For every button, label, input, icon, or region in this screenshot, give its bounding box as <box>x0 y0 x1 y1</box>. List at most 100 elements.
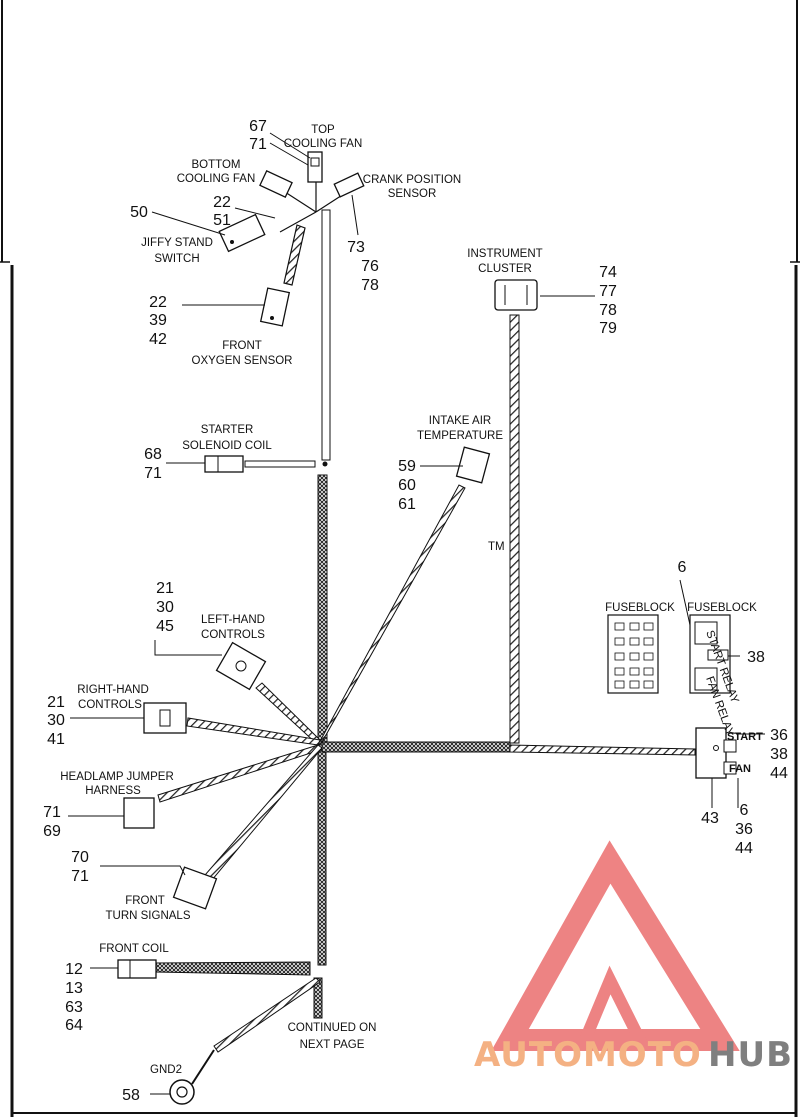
relay-start-label: START <box>727 731 763 743</box>
o2-ref-2: 39 <box>149 312 167 329</box>
fuseblock-right <box>689 614 731 694</box>
bottom-cooling-fan-label-2: COOLING FAN <box>177 173 256 185</box>
relay-ref-b4: 44 <box>735 840 753 857</box>
jiffy-ref-1: 50 <box>130 204 148 221</box>
cluster-ref-1: 74 <box>599 264 617 281</box>
top-cooling-fan-connector <box>307 151 323 183</box>
starter-label-1: STARTER <box>201 424 254 436</box>
iat-label-1: INTAKE AIR <box>429 415 491 427</box>
jiffy-ref-2: 22 <box>213 194 231 211</box>
relay-ref-r3: 44 <box>770 765 788 782</box>
coil-ref-3: 63 <box>65 999 83 1016</box>
fuseblock-left-label: FUSEBLOCK <box>605 602 675 614</box>
rh-label-2: CONTROLS <box>78 699 142 711</box>
right-hand-controls-connector <box>143 702 187 734</box>
relay-ref-r2: 38 <box>770 746 788 763</box>
starter-solenoid-connector <box>204 455 244 473</box>
iat-label-2: TEMPERATURE <box>417 430 503 442</box>
top-cooling-fan-ref-2: 71 <box>249 136 267 153</box>
relay-ref-r1: 36 <box>770 727 788 744</box>
front-coil-label: FRONT COIL <box>99 943 169 955</box>
top-cooling-fan-ref-1: 67 <box>249 118 267 135</box>
gnd2-label: GND2 <box>150 1064 182 1076</box>
iat-ref-3: 61 <box>398 496 416 513</box>
iat-ref-1: 59 <box>398 458 416 475</box>
fuseblock-right-label: FUSEBLOCK <box>687 602 757 614</box>
headlamp-ref-1: 71 <box>43 804 61 821</box>
top-cooling-fan-label-2: COOLING FAN <box>284 138 363 150</box>
lh-ref-1: 21 <box>156 580 174 597</box>
bottom-cooling-fan-label-1: BOTTOM <box>192 159 241 171</box>
coil-ref-2: 13 <box>65 980 83 997</box>
jiffy-label-1: JIFFY STAND <box>141 237 213 249</box>
top-cooling-fan-label-1: TOP <box>311 124 335 136</box>
fuseblock-ref-2: 38 <box>747 649 765 666</box>
relay-ref-b1: 43 <box>701 810 719 827</box>
component-labels: TOP COOLING FAN 67 71 BOTTOM COOLING FAN… <box>43 118 788 1104</box>
crank-sensor-ref-1: 73 <box>347 239 365 256</box>
jiffy-label-2: SWITCH <box>154 253 199 265</box>
lh-label-2: CONTROLS <box>201 629 265 641</box>
continued-label-2: NEXT PAGE <box>300 1039 365 1051</box>
headlamp-label-2: HARNESS <box>85 785 141 797</box>
continued-label-1: CONTINUED ON <box>288 1022 377 1034</box>
watermark-text-2: HUB <box>708 1035 793 1075</box>
crank-position-sensor-connector <box>333 172 365 198</box>
iat-ref-2: 60 <box>398 477 416 494</box>
lh-ref-2: 30 <box>156 599 174 616</box>
jiffy-ref-3: 51 <box>213 212 231 229</box>
headlamp-jumper-connector <box>123 797 155 829</box>
o2-label-2: OXYGEN SENSOR <box>192 355 293 367</box>
crank-sensor-label-1: CRANK POSITION <box>363 174 461 186</box>
cluster-ref-4: 79 <box>599 320 617 337</box>
coil-ref-1: 12 <box>65 961 83 978</box>
front-coil-connector <box>117 959 157 979</box>
cluster-ref-2: 77 <box>599 283 617 300</box>
lh-label-1: LEFT-HAND <box>201 614 265 626</box>
branch-wires <box>154 460 466 1053</box>
turn-ref-1: 70 <box>71 849 89 866</box>
o2-label-1: FRONT <box>222 340 262 352</box>
main-trunk-wire <box>313 209 696 1019</box>
starter-ref-1: 68 <box>144 446 162 463</box>
o2-ref-1: 22 <box>149 294 167 311</box>
top-cluster-wires <box>279 180 351 286</box>
relay-ref-b3: 36 <box>735 821 753 838</box>
fuseblock-ref-1: 6 <box>678 559 687 576</box>
cluster-label-2: CLUSTER <box>478 263 532 275</box>
turn-label-2: TURN SIGNALS <box>106 910 191 922</box>
relay-block-connector <box>695 727 737 779</box>
starter-label-2: SOLENOID COIL <box>182 440 272 452</box>
rh-label-1: RIGHT-HAND <box>77 684 149 696</box>
gnd2-ring-terminal <box>169 1049 215 1105</box>
lh-ref-3: 45 <box>156 618 174 635</box>
crank-sensor-ref-2: 76 <box>361 258 379 275</box>
relay-ref-b2: 6 <box>740 802 749 819</box>
cluster-label-1: INSTRUMENT <box>467 248 542 260</box>
cluster-ref-3: 78 <box>599 302 617 319</box>
starter-ref-2: 71 <box>144 465 162 482</box>
crank-sensor-ref-3: 78 <box>361 277 379 294</box>
bottom-cooling-fan-connector <box>259 169 293 199</box>
rh-ref-2: 30 <box>47 712 65 729</box>
headlamp-ref-2: 69 <box>43 823 61 840</box>
front-oxygen-sensor-connector <box>259 287 291 327</box>
watermark-text-1: AUTOMOTO <box>474 1035 702 1075</box>
leader-lines <box>68 132 765 1095</box>
front-turn-signals-connector <box>172 866 218 910</box>
instrument-cluster-connector <box>494 279 538 311</box>
crank-sensor-label-2: SENSOR <box>388 188 437 200</box>
relay-fan-label: FAN <box>729 763 751 775</box>
turn-ref-2: 71 <box>71 868 89 885</box>
headlamp-label-1: HEADLAMP JUMPER <box>60 771 174 783</box>
watermark-logo <box>491 840 740 1051</box>
coil-ref-4: 64 <box>65 1017 83 1034</box>
gnd2-ref: 58 <box>122 1087 140 1104</box>
intake-air-temperature-connector <box>455 446 491 484</box>
turn-label-1: FRONT <box>125 895 165 907</box>
rh-ref-1: 21 <box>47 694 65 711</box>
trademark: TM <box>488 541 505 553</box>
jiffy-stand-switch-connector <box>218 213 266 253</box>
